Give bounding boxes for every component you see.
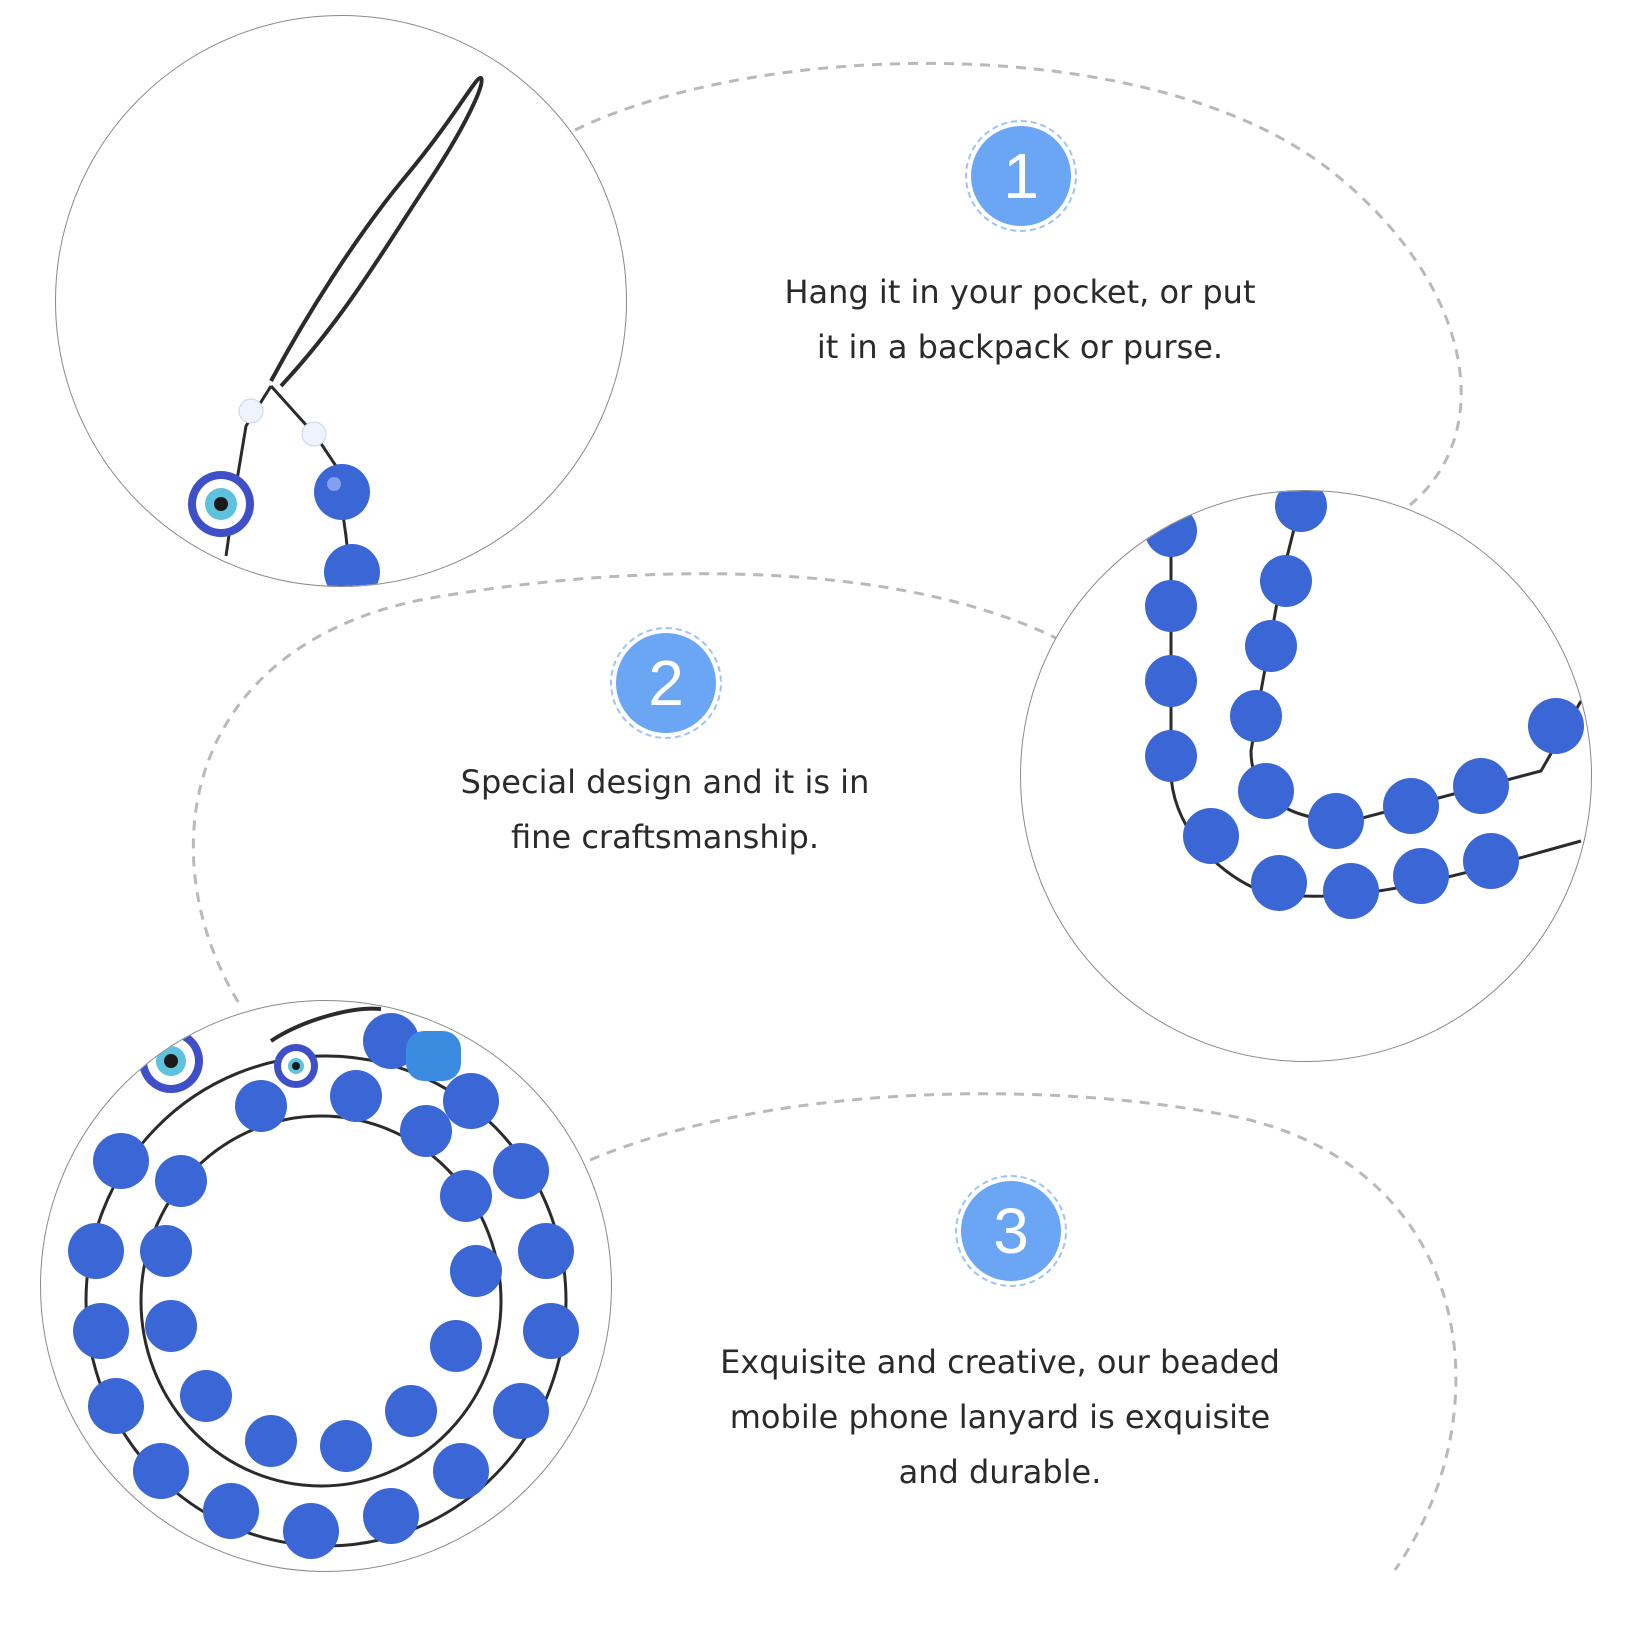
photo-coiled-lanyard: [40, 1000, 612, 1572]
bead-strands-illustration: [1145, 491, 1584, 919]
step-caption-1: Hang it in your pocket, or put it in a b…: [784, 273, 1256, 366]
step-badge-1: 1: [965, 120, 1077, 232]
step-number-3: 3: [961, 1181, 1061, 1281]
dashed-curve-3: [589, 1092, 1458, 1571]
photo-lanyard-loop: [55, 15, 627, 587]
photo-bead-strands: [1020, 490, 1592, 1062]
step-badge-3: 3: [955, 1175, 1067, 1287]
coiled-lanyard-illustration: [68, 1006, 579, 1559]
step-caption-3: Exquisite and creative, our beaded mobil…: [720, 1343, 1280, 1491]
step-number-2: 2: [616, 633, 716, 733]
lanyard-loop-illustration: [188, 76, 484, 586]
dashed-curve-2: [191, 572, 1061, 1006]
dashed-curve-1: [574, 61, 1463, 507]
step-badge-2: 2: [610, 627, 722, 739]
step-caption-2: Special design and it is in fine craftsm…: [460, 763, 870, 856]
step-number-1: 1: [971, 126, 1071, 226]
